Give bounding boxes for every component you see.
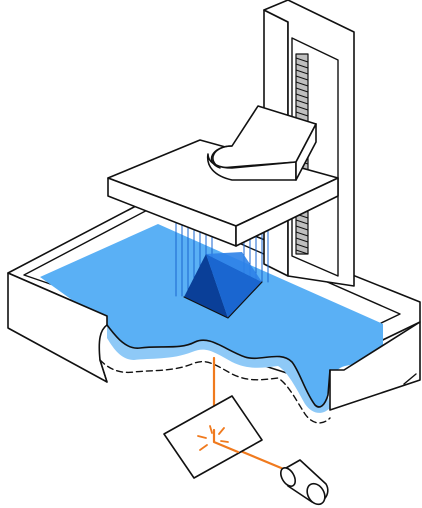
leadscrew-thread xyxy=(295,249,309,255)
tank-left-detail xyxy=(99,359,108,383)
laser-back-cap xyxy=(306,482,326,506)
laser-reflection-sparks xyxy=(197,425,229,451)
leadscrew-thread xyxy=(295,225,309,231)
leadscrew-thread xyxy=(295,63,309,69)
tank-cut-edge xyxy=(106,324,331,408)
reflection-spark xyxy=(209,425,213,434)
pyramid-top xyxy=(206,252,262,282)
laser-aperture xyxy=(279,467,297,487)
leadscrew-thread xyxy=(295,69,309,75)
arm-top-curve xyxy=(210,145,233,169)
leadscrew-thread xyxy=(295,87,309,93)
reflection-spark xyxy=(218,427,225,435)
leadscrew-thread xyxy=(295,75,309,81)
galvo-mirror-icon xyxy=(163,395,263,479)
leadscrew-thread xyxy=(295,81,309,87)
leadscrew-thread xyxy=(295,231,309,237)
arm-side xyxy=(295,123,317,181)
platform-front-right xyxy=(235,177,339,247)
platform-arm xyxy=(206,105,317,181)
leadscrew-thread xyxy=(295,99,309,105)
tank-right-wall xyxy=(329,321,421,411)
pyramid-right-face xyxy=(206,254,262,318)
leadscrew-thread xyxy=(295,243,309,249)
leadscrew-thread xyxy=(295,219,309,225)
build-platform-icon xyxy=(107,139,339,247)
reflection-spark xyxy=(199,444,208,451)
leadscrew-thread xyxy=(295,93,309,99)
resin-surface xyxy=(40,224,383,407)
reflection-spark xyxy=(220,440,229,443)
leadscrew-thread xyxy=(295,57,309,63)
laser-emitter-icon xyxy=(279,459,329,506)
pyramid-part-icon xyxy=(183,252,263,319)
leadscrew-thread xyxy=(295,111,309,117)
leadscrew-thread xyxy=(295,105,309,111)
pyramid-outline xyxy=(183,281,263,319)
leadscrew-thread xyxy=(295,237,309,243)
tank-right-detail xyxy=(403,373,417,385)
reflection-spark xyxy=(197,435,207,439)
mirror-laser-through xyxy=(212,428,240,454)
tank-walls xyxy=(7,272,421,424)
tank-cut-edge-dashed xyxy=(99,359,331,424)
